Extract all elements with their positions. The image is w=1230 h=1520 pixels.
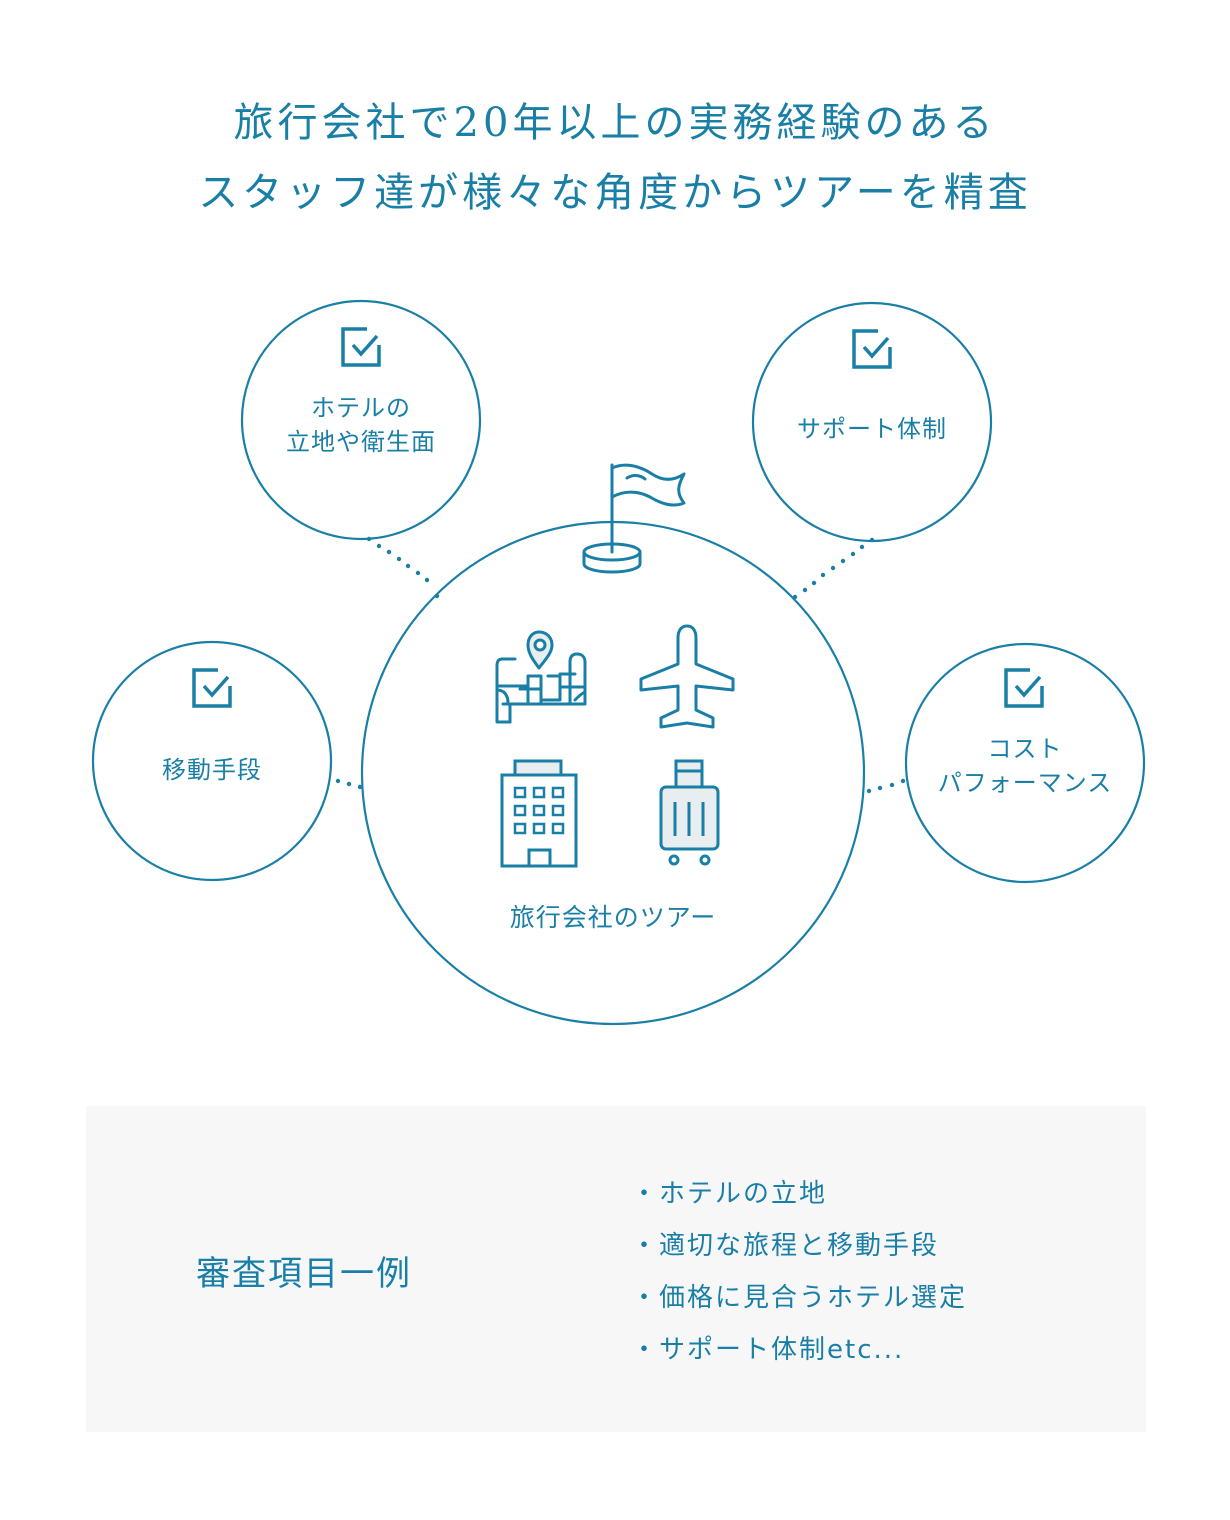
satellite-circle-cost xyxy=(904,642,1146,884)
checkbox-icon xyxy=(341,327,381,367)
map-pin-icon xyxy=(495,630,587,724)
hotel-building-icon xyxy=(500,759,578,868)
satellite-label-hotel-line-1: ホテルの xyxy=(311,394,411,422)
checkbox-icon xyxy=(192,668,232,708)
bullet: ・ xyxy=(631,1179,660,1209)
dotted-connectors xyxy=(335,536,906,794)
checkbox-icon xyxy=(852,329,892,369)
list-item: ・価格に見合うホテル選定 xyxy=(631,1272,967,1324)
connector-support xyxy=(792,537,875,600)
satellite-label-cost: コスト パフォーマンス xyxy=(906,732,1144,800)
satellite-label-hotel: ホテルの 立地や衛生面 xyxy=(242,391,480,459)
bullet: ・ xyxy=(631,1335,660,1365)
flag-icon xyxy=(582,463,686,574)
headline-line-1: 旅行会社で20年以上の実務経験のある xyxy=(233,100,997,146)
satellite-label-transport: 移動手段 xyxy=(93,753,331,787)
panel-title: 審査項目一例 xyxy=(196,1254,412,1294)
airplane-icon xyxy=(639,624,735,729)
connector-transport xyxy=(335,778,363,790)
suitcase-icon xyxy=(659,759,720,866)
list-item: ・適切な旅程と移動手段 xyxy=(631,1220,967,1272)
bullet: ・ xyxy=(631,1231,660,1261)
connector-cost xyxy=(866,778,906,794)
satellite-label-support: サポート体制 xyxy=(753,412,991,446)
satellite-circle-transport xyxy=(91,640,333,882)
list-item-text: 適切な旅程と移動手段 xyxy=(659,1231,940,1261)
bullet: ・ xyxy=(631,1283,660,1313)
list-item: ・サポート体制etc... xyxy=(631,1324,967,1376)
satellite-label-cost-line-1: コスト xyxy=(987,735,1063,763)
center-label: 旅行会社のツアー xyxy=(509,903,717,932)
satellite-label-cost-line-2: パフォーマンス xyxy=(937,769,1113,797)
satellite-circle-hotel xyxy=(240,299,482,541)
connector-hotel xyxy=(366,536,440,599)
list-item-text: ホテルの立地 xyxy=(659,1179,828,1209)
satellite-label-hotel-line-2: 立地や衛生面 xyxy=(286,428,436,456)
list-item: ・ホテルの立地 xyxy=(631,1168,967,1220)
headline: 旅行会社で20年以上の実務経験のある スタッフ達が様々な角度からツアーを精査 xyxy=(0,88,1230,228)
satellite-label-support-line-1: サポート体制 xyxy=(797,415,947,443)
satellite-label-transport-line-1: 移動手段 xyxy=(162,756,262,784)
review-items-panel: 審査項目一例 ・ホテルの立地 ・適切な旅程と移動手段 ・価格に見合うホテル選定 … xyxy=(86,1106,1146,1432)
headline-line-2: スタッフ達が様々な角度からツアーを精査 xyxy=(198,170,1032,216)
review-diagram xyxy=(91,299,1146,1026)
checkbox-icon xyxy=(1004,668,1044,708)
list-item-text: 価格に見合うホテル選定 xyxy=(659,1283,968,1313)
list-item-text: サポート体制etc... xyxy=(659,1335,905,1365)
review-items-list: ・ホテルの立地 ・適切な旅程と移動手段 ・価格に見合うホテル選定 ・サポート体制… xyxy=(631,1168,967,1376)
